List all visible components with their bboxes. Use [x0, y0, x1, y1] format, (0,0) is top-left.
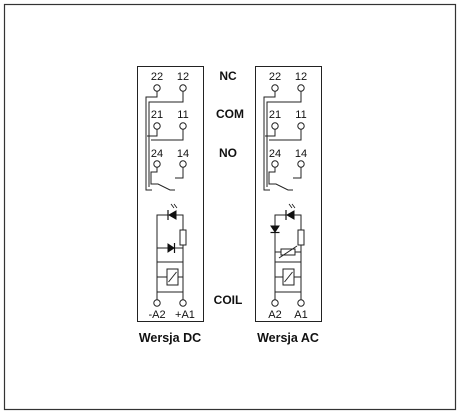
ac-contact-wiring: [263, 91, 302, 191]
dc-coil-circuit: [156, 214, 187, 303]
dc-pin-22: 22: [151, 71, 163, 83]
ac-led: [285, 203, 296, 220]
ac-terminal-24: [271, 160, 279, 168]
dc-pin-a2: -A2: [148, 309, 165, 321]
dc-contact-wiring: [145, 91, 184, 191]
ac-pin-a1: A1: [294, 309, 307, 321]
dc-pin-14: 14: [177, 148, 189, 160]
dc-pin-labels: 22 12 21 11 24 14 -A2 +A1: [148, 71, 195, 321]
dc-terminal-21: [153, 122, 161, 130]
ac-terminal-11: [297, 122, 305, 130]
ac-pin-21: 21: [269, 109, 281, 121]
dc-terminal-24: [153, 160, 161, 168]
ac-pin-24: 24: [269, 148, 281, 160]
dc-pin-11: 11: [177, 109, 188, 121]
ac-terminal-14: [297, 160, 305, 168]
label-nc: NC: [219, 69, 237, 83]
contact-type-labels: NC COM NO COIL: [214, 69, 244, 307]
dc-terminal-22: [153, 84, 161, 92]
ac-pin-12: 12: [295, 71, 307, 83]
dc-pin-21: 21: [151, 109, 163, 121]
dc-terminal-12: [179, 84, 187, 92]
outer-frame: [3, 3, 457, 411]
dc-terminal-a2: [153, 299, 161, 307]
dc-terminal-11: [179, 122, 187, 130]
dc-title: Wersja DC: [139, 331, 201, 345]
ac-terminal-12: [297, 84, 305, 92]
ac-pin-22: 22: [269, 71, 281, 83]
ac-terminal-22: [271, 84, 279, 92]
dc-pin-a1: +A1: [175, 309, 195, 321]
ac-coil-circuit: [274, 214, 305, 303]
ac-terminal-a2: [271, 299, 279, 307]
ac-pin-a2: A2: [268, 309, 281, 321]
dc-pin-12: 12: [177, 71, 189, 83]
ac-terminal-a1: [297, 299, 305, 307]
ac-pin-14: 14: [295, 148, 307, 160]
label-com: COM: [216, 107, 244, 121]
ac-pin-labels: 22 12 21 11 24 14 A2 A1: [268, 71, 307, 321]
label-coil: COIL: [214, 293, 243, 307]
ac-module: [255, 66, 322, 322]
dc-diode: [167, 243, 176, 253]
ac-terminal-21: [271, 122, 279, 130]
dc-terminal-a1: [179, 299, 187, 307]
ac-diode: [270, 225, 280, 234]
dc-led: [167, 203, 178, 220]
ac-pin-11: 11: [295, 109, 306, 121]
label-no: NO: [219, 146, 237, 160]
ac-module-border: [255, 66, 322, 322]
dc-module: [137, 66, 204, 322]
dc-terminal-14: [179, 160, 187, 168]
ac-title: Wersja AC: [257, 331, 319, 345]
dc-module-border: [137, 66, 204, 322]
dc-pin-24: 24: [151, 148, 163, 160]
